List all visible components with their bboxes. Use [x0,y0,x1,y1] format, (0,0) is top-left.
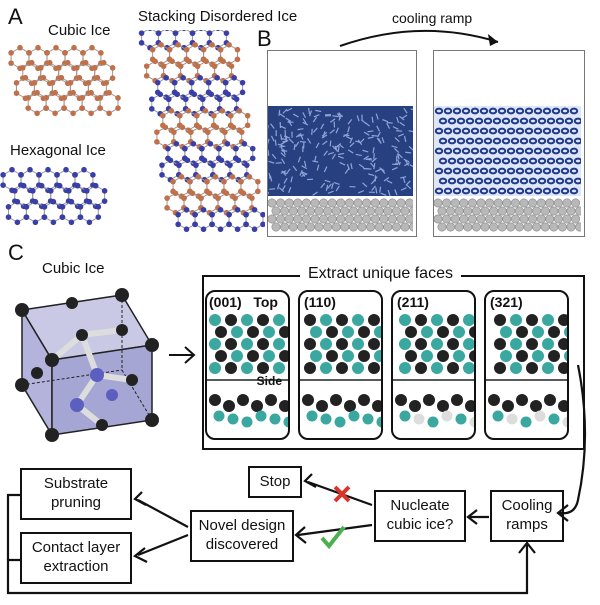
cubic-ice-label: Cubic Ice [48,22,111,39]
face-321-index: (321) [490,294,523,310]
face-211-atoms [393,314,474,428]
cross-mark-icon [333,485,351,503]
face-001-side-label: Side [256,374,282,388]
hexagonal-ice-lattice [0,166,108,226]
check-mark-icon [320,525,346,550]
stop-box: Stop [248,466,302,498]
flowchart-arrows [6,364,587,595]
face-110: (110) [298,290,383,440]
face-110-index: (110) [304,294,336,310]
ordered-ice-snapshot [434,106,581,232]
stacking-disordered-ice-label: Stacking Disordered Ice [138,8,298,25]
face-321: (321) [484,290,569,440]
extract-faces-title: Extract unique faces [300,265,461,283]
simulation-box-after [433,50,585,237]
face-211: (211) [391,290,476,440]
stacking-disordered-lattice [138,30,265,233]
simulation-box-before [267,50,417,237]
face-110-atoms [300,314,381,428]
contact-layer-extraction-box: Contact layer extraction [20,532,132,584]
panel-b-letter: B [257,26,272,51]
panel-c-letter: C [8,240,24,265]
arrow-to-faces [169,346,196,364]
face-001-atoms [207,314,288,428]
substrate-pruning-box: Substrate pruning [20,468,132,520]
nucleate-cubic-ice-box: Nucleate cubic ice? [374,490,466,542]
hexagonal-ice-label: Hexagonal Ice [10,142,106,159]
face-001: (001) Top Side [205,290,290,440]
cubic-ice-unit-cell [15,288,159,442]
face-001-top-label: Top [253,294,278,310]
disordered-water-snapshot [268,106,413,232]
face-321-atoms [486,314,567,428]
cooling-ramps-box: Cooling ramps [490,490,564,542]
face-211-index: (211) [397,294,429,310]
cooling-ramp-label: cooling ramp [392,10,473,26]
panel-a-letter: A [8,4,23,29]
cubic-ice-cube-label: Cubic Ice [42,260,105,277]
cubic-ice-lattice [8,44,121,117]
panel-a-lattices [0,30,265,233]
novel-design-discovered-box: Novel design discovered [190,510,294,562]
cooling-ramp-arrow [339,29,499,47]
face-001-index: (001) [209,294,242,310]
